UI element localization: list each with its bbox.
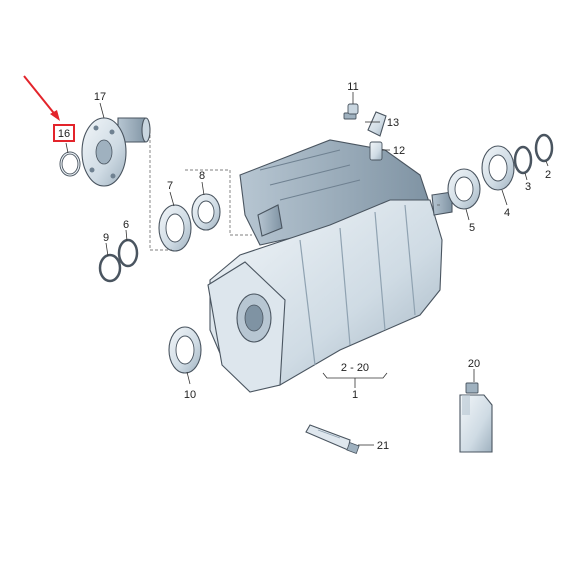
label-16[interactable]: 16 (58, 128, 70, 140)
part-8-seal (191, 193, 221, 231)
label-20[interactable]: 20 (468, 358, 480, 370)
part-17-flange (81, 117, 151, 187)
part-13-cap (367, 111, 387, 137)
highlight-box (53, 124, 75, 142)
leader-lines (65, 92, 549, 446)
alignment-line-8 (185, 169, 252, 236)
label-11[interactable]: 11 (347, 81, 358, 93)
part-2-ring (534, 133, 554, 163)
label-21[interactable]: 21 (377, 440, 389, 452)
part-3-ring (513, 145, 533, 175)
label-9[interactable]: 9 (103, 232, 109, 244)
part-9-ring (98, 253, 122, 283)
label-13[interactable]: 13 (387, 117, 399, 129)
part-4-seal (481, 145, 515, 191)
label-2[interactable]: 2 (545, 169, 551, 181)
part-21-tube (305, 424, 360, 454)
part-6-ring (117, 238, 139, 268)
label-5[interactable]: 5 (469, 222, 475, 234)
label-10[interactable]: 10 (184, 389, 196, 401)
label-3[interactable]: 3 (525, 181, 531, 193)
part-5-seal (447, 168, 481, 210)
label-7[interactable]: 7 (167, 180, 173, 192)
part-10-seal (168, 326, 202, 374)
label-4[interactable]: 4 (504, 207, 510, 219)
part-11-bolt (343, 103, 359, 120)
label-1[interactable]: 1 (352, 389, 358, 401)
part-1-housing (207, 139, 453, 393)
label-6[interactable]: 6 (123, 219, 129, 231)
part-20-bottle (459, 382, 493, 453)
label-17[interactable]: 17 (94, 91, 106, 103)
label-12[interactable]: 12 (393, 145, 405, 157)
label-8[interactable]: 8 (199, 170, 205, 182)
red-pointer-arrow (23, 75, 60, 121)
part-7-seal (158, 204, 192, 252)
alignment-line-17 (149, 130, 172, 251)
part-16-ring (59, 151, 81, 177)
label-range: 2 - 20 (341, 362, 369, 374)
part-12-plug (369, 141, 383, 161)
